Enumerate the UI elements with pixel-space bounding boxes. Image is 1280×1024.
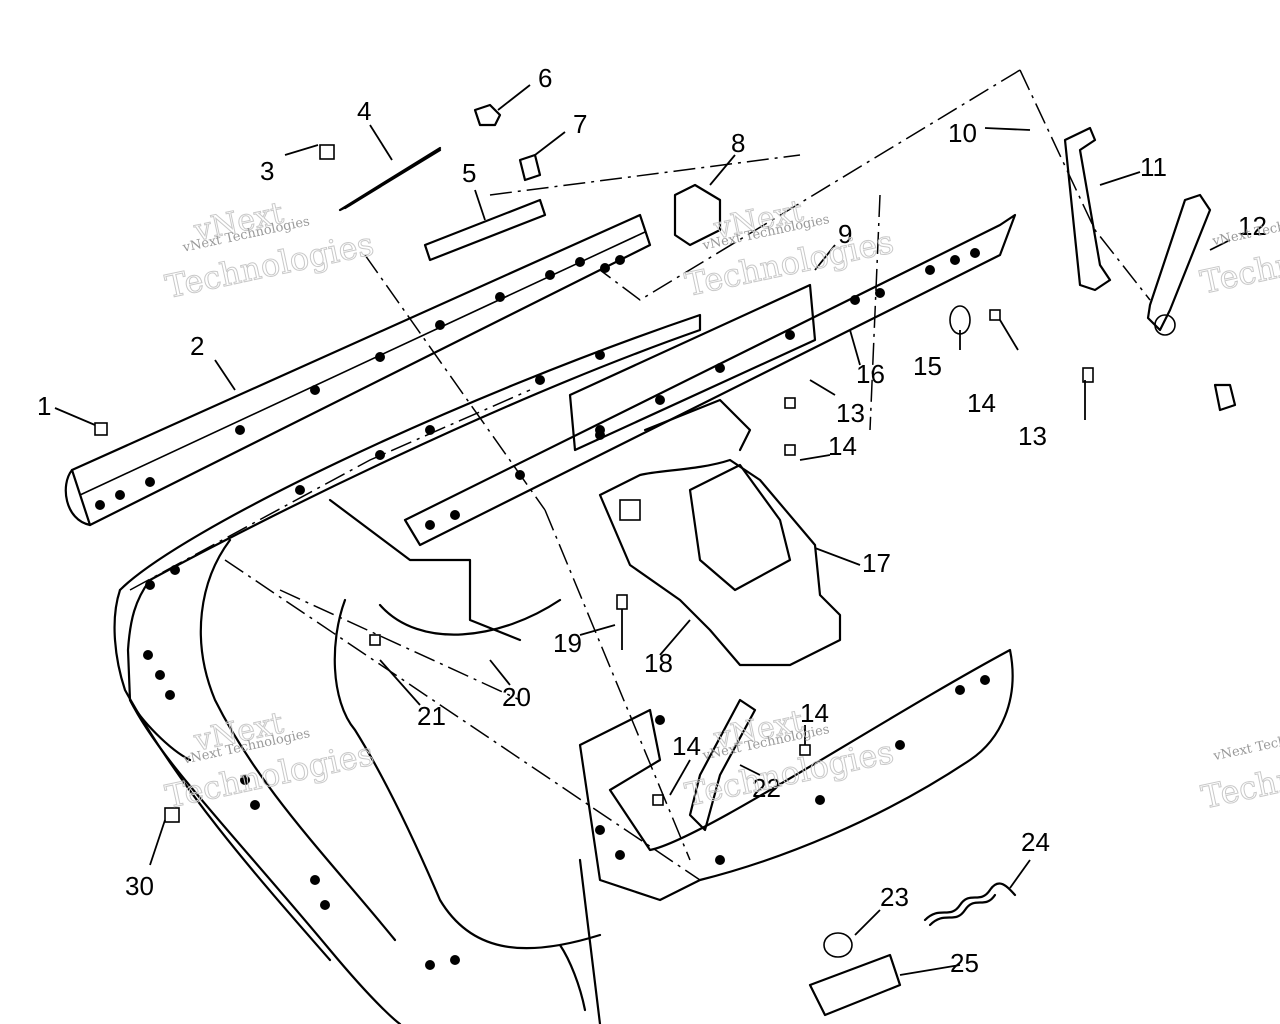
- link-part-12: [1146, 193, 1237, 412]
- callout-2: 2: [190, 331, 204, 361]
- callout-23: 23: [880, 882, 909, 912]
- callout-17: 17: [862, 548, 891, 578]
- svg-text:vNext Technologies: vNext Technologies: [1211, 723, 1280, 765]
- fasteners: [94, 103, 1094, 823]
- lower-shield-panel: [578, 648, 1014, 902]
- callout-7: 7: [573, 109, 587, 139]
- clip-part-8: [673, 183, 722, 247]
- bracket-part-17-18: [598, 398, 842, 667]
- callout-30: 30: [125, 871, 154, 901]
- callout-24: 24: [1021, 827, 1050, 857]
- centerlines: [129, 69, 1151, 881]
- bracket-part-11: [1063, 126, 1112, 292]
- callout-13-a: 13: [836, 398, 865, 428]
- callout-14-b: 14: [967, 388, 996, 418]
- callout-15: 15: [913, 351, 942, 381]
- watermark-top-center: vNext Technologies vNext Technologies: [681, 193, 897, 304]
- main-body-panel: [113, 313, 702, 1024]
- callout-14-d: 14: [800, 698, 829, 728]
- callout-9: 9: [838, 219, 852, 249]
- callout-6: 6: [538, 63, 552, 93]
- callout-labels: 1 2 3 4 5 6 7 8 9 10 11 12 13 13 14 14 1…: [37, 63, 1267, 978]
- callout-1: 1: [37, 391, 51, 421]
- strip-part-5: [423, 198, 547, 262]
- plate-part-4: [338, 146, 442, 212]
- callout-25: 25: [950, 948, 979, 978]
- spring-part-24: [923, 882, 1017, 927]
- callout-13-b: 13: [1018, 421, 1047, 451]
- callout-21: 21: [417, 701, 446, 731]
- callout-20: 20: [502, 682, 531, 712]
- rail-part-2: [64, 213, 652, 527]
- callout-14-a: 14: [828, 431, 857, 461]
- callout-10: 10: [948, 118, 977, 148]
- callout-16: 16: [856, 359, 885, 389]
- callout-14-c: 14: [672, 731, 701, 761]
- callout-18: 18: [644, 648, 673, 678]
- callout-22: 22: [752, 773, 781, 803]
- callout-3: 3: [260, 156, 274, 186]
- callout-12: 12: [1238, 211, 1267, 241]
- watermark-bottom-right: vNext Technologies Technologies: [1198, 723, 1280, 817]
- callout-4: 4: [357, 96, 371, 126]
- plate-part-25: [808, 932, 902, 1017]
- callout-19: 19: [553, 628, 582, 658]
- callout-5: 5: [462, 158, 476, 188]
- callout-11: 11: [1140, 152, 1167, 182]
- watermark-top-left: vNext Technologies vNext Technologies: [161, 195, 377, 306]
- bracket-part-22: [688, 698, 757, 832]
- callout-8: 8: [731, 128, 745, 158]
- watermark-bottom-center: vNext Technologies vNext Technologies: [681, 703, 897, 814]
- plate-part-9: [568, 283, 817, 452]
- callout-leaders: [54, 84, 1231, 976]
